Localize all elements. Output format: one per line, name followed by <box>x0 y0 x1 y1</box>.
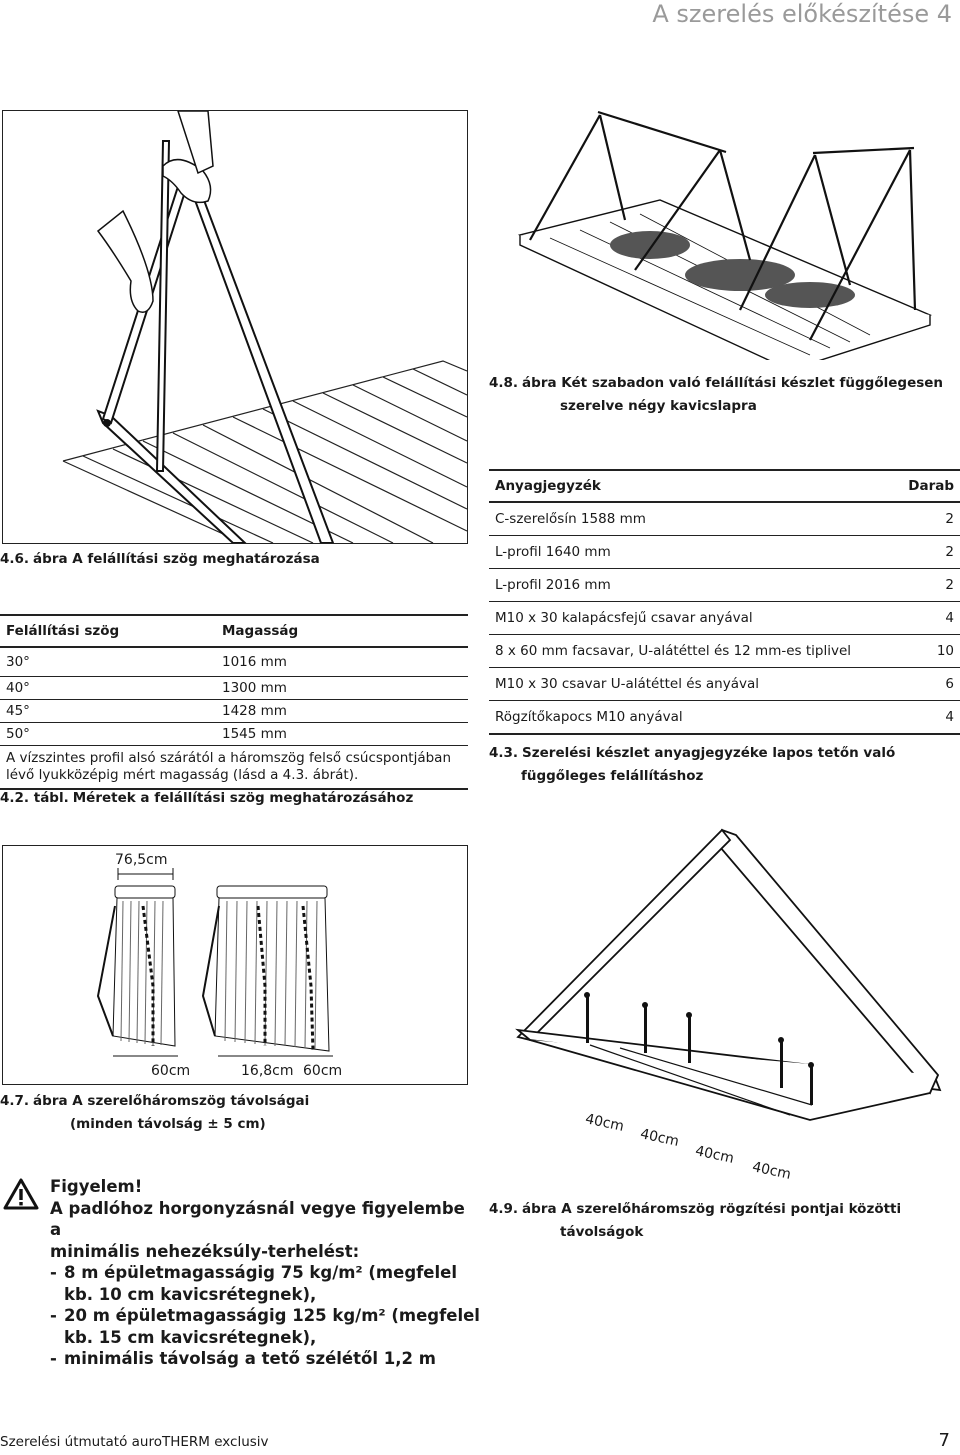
table-cell: 50° <box>6 726 30 742</box>
warning-block: Figyelem! A padlóhoz horgonyzásnál vegye… <box>0 1168 480 1368</box>
header-cell: Magasság <box>222 623 299 639</box>
warning-item-line: 8 m épületmagasságig 75 kg/m² (megfelel <box>64 1263 458 1282</box>
table-row: 8 x 60 mm facsavar, U-alátéttel és 12 mm… <box>489 635 960 668</box>
gravel-slabs-drawing <box>517 110 933 371</box>
caption-line: Szerelési készlet anyagjegyzéke lapos te… <box>522 745 896 761</box>
table-header-row: Felállítási szög Magasság <box>0 614 468 648</box>
caption-line: függőleges felállításhoz <box>521 768 704 784</box>
header-cell: Anyagjegyzék <box>495 478 601 494</box>
table-cell: 4 <box>945 610 954 626</box>
caption-number: 4.3. <box>489 745 519 761</box>
table-cell: 2 <box>945 511 954 527</box>
table-cell: 45° <box>6 703 30 719</box>
figure-4-8-illustration <box>490 110 960 371</box>
caption-number: 4.2. tábl. <box>0 790 69 806</box>
figure-4-6-caption: 4.6.ábra A felállítási szög meghatározás… <box>0 548 320 571</box>
dimension-label: 16,8cm <box>241 1063 294 1079</box>
table-row: 50° 1545 mm <box>0 723 468 746</box>
table-cell: 1300 mm <box>222 680 287 696</box>
caption-number: 4.6. <box>0 551 30 567</box>
table-4-3-caption: 4.3.Szerelési készlet anyagjegyzéke lapo… <box>489 742 959 788</box>
caption-line: (minden távolság ± 5 cm) <box>70 1116 266 1132</box>
dimension-label: 60cm <box>151 1063 191 1079</box>
table-cell: 1016 mm <box>222 654 287 670</box>
table-4-2-caption: 4.2. tábl.Méretek a felállítási szög meg… <box>0 787 413 810</box>
warning-list-item: - 8 m épületmagasságig 75 kg/m² (megfele… <box>50 1263 458 1304</box>
warning-item-line: minimális távolság a tető szélétől 1,2 m <box>64 1349 436 1368</box>
header-cell: Felállítási szög <box>6 623 120 639</box>
table-cell: 2 <box>945 577 954 593</box>
table-cell: 6 <box>945 676 954 692</box>
table-cell: 30° <box>6 654 30 670</box>
table-cell: M10 x 30 csavar U-alátéttel és anyával <box>495 676 760 692</box>
caption-line: távolságok <box>560 1224 644 1240</box>
table-row: C-szerelősín 1588 mm 2 <box>489 503 960 536</box>
table-header-row: Anyagjegyzék Darab <box>489 469 960 503</box>
dimension-label: 60cm <box>303 1063 343 1079</box>
table-cell: L-profil 2016 mm <box>495 577 611 593</box>
materials-table: Anyagjegyzék Darab C-szerelősín 1588 mm 2… <box>489 469 960 735</box>
caption-line: ábra A szerelőháromszög rögzítési pontja… <box>522 1201 902 1217</box>
table-cell: C-szerelősín 1588 mm <box>495 511 646 527</box>
table-cell: 2 <box>945 544 954 560</box>
fixing-points-drawing <box>515 828 942 1121</box>
page-header-title: A szerelés előkészítése 4 <box>652 0 952 28</box>
table-row: 30° 1016 mm <box>0 648 468 677</box>
figure-4-9-caption: 4.9.ábra A szerelőháromszög rögzítési po… <box>489 1198 959 1244</box>
dimension-label: 76,5cm <box>115 852 168 868</box>
table-row: 40° 1300 mm <box>0 677 468 700</box>
warning-line: A padlóhoz horgonyzásnál vegye figyelemb… <box>50 1198 465 1240</box>
caption-line: ábra A szerelőháromszög távolságai <box>33 1093 310 1109</box>
caption-text: ábra A felállítási szög meghatározása <box>33 551 320 567</box>
table-cell: 1545 mm <box>222 726 287 742</box>
angle-height-table: Felállítási szög Magasság 30° 1016 mm 40°… <box>0 614 468 790</box>
table-note: A vízszintes profil alsó szárától a háro… <box>0 746 468 790</box>
footer-text: Szerelési útmutató auroTHERM exclusiv <box>0 1434 269 1450</box>
caption-number: 4.9. <box>489 1201 519 1217</box>
caption-number: 4.7. <box>0 1093 30 1109</box>
caption-text: Méretek a felállítási szög meghatározásá… <box>72 790 414 806</box>
figure-4-7-illustration: 76,5cm 60cm 16,8cm 60cm <box>2 845 468 1085</box>
table-cell: 8 x 60 mm facsavar, U-alátéttel és 12 mm… <box>495 643 852 659</box>
figure-4-9-illustration: 40cm 40cm 40cm 40cm <box>490 825 960 1195</box>
table-cell: 1428 mm <box>222 703 287 719</box>
figure-4-8-caption: 4.8.ábra Két szabadon való felállítási k… <box>489 372 959 418</box>
table-cell: 4 <box>945 709 954 725</box>
table-row: Rögzítőkapocs M10 anyával 4 <box>489 701 960 735</box>
figure-4-6-illustration <box>2 110 468 544</box>
warning-triangle-icon <box>3 1178 39 1210</box>
warning-item-line: kb. 15 cm kavicsrétegnek), <box>64 1327 317 1347</box>
table-row: L-profil 2016 mm 2 <box>489 569 960 602</box>
table-row: 45° 1428 mm <box>0 700 468 723</box>
table-cell: L-profil 1640 mm <box>495 544 611 560</box>
warning-list-item: - minimális távolság a tető szélétől 1,2… <box>50 1349 436 1368</box>
table-row: M10 x 30 kalapácsfejű csavar anyával 4 <box>489 602 960 635</box>
table-row: L-profil 1640 mm 2 <box>489 536 960 569</box>
warning-list-item: - 20 m épületmagasságig 125 kg/m² (megfe… <box>50 1306 480 1347</box>
figure-4-7-caption: 4.7.ábra A szerelőháromszög távolságai (… <box>0 1090 309 1136</box>
roof-triangle-measurement-drawing <box>62 110 468 544</box>
warning-title: Figyelem! <box>50 1177 143 1196</box>
table-cell: Rögzítőkapocs M10 anyával <box>495 709 683 725</box>
table-cell: M10 x 30 kalapácsfejű csavar anyával <box>495 610 753 626</box>
table-cell: 40° <box>6 680 30 696</box>
warning-line: minimális nehezéksúly-terhelést: <box>50 1241 360 1261</box>
caption-number: 4.8. <box>489 375 519 391</box>
warning-item-line: kb. 10 cm kavicsrétegnek), <box>64 1284 317 1304</box>
page-number: 7 <box>938 1430 950 1451</box>
triangle-spacing-drawing <box>96 868 333 1057</box>
warning-item-line: 20 m épületmagasságig 125 kg/m² (megfele… <box>64 1306 480 1325</box>
table-row: M10 x 30 csavar U-alátéttel és anyával 6 <box>489 668 960 701</box>
table-cell: 10 <box>936 643 954 659</box>
header-cell: Darab <box>908 478 954 494</box>
warning-text: Figyelem! A padlóhoz horgonyzásnál vegye… <box>50 1176 480 1370</box>
caption-line: szerelve négy kavicslapra <box>560 398 757 414</box>
caption-line: ábra Két szabadon való felállítási készl… <box>522 375 944 391</box>
